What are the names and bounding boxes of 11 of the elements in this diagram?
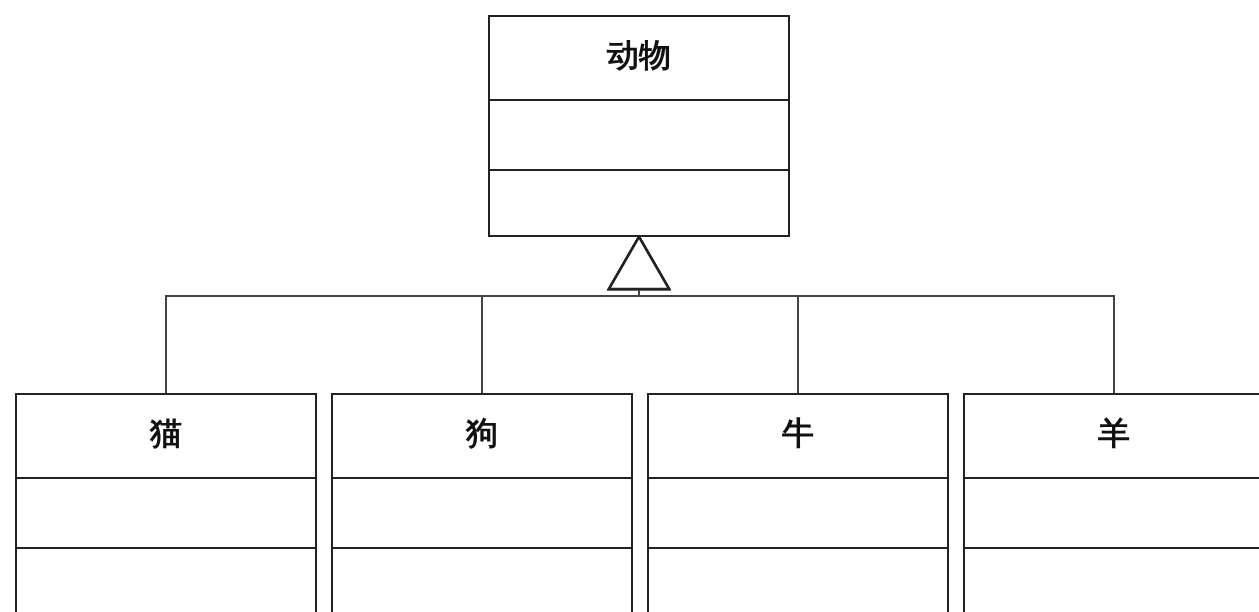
class-box xyxy=(15,393,317,612)
class-name: 猫 xyxy=(148,413,183,453)
class-box xyxy=(331,393,633,612)
class-name: 羊 xyxy=(1097,413,1131,453)
class-name: 狗 xyxy=(464,413,499,453)
class-name: 牛 xyxy=(781,413,815,453)
class-name: 动物 xyxy=(605,35,672,75)
class-box xyxy=(647,393,949,612)
inheritance-arrow xyxy=(607,235,1115,394)
class-box xyxy=(488,15,790,237)
class-box xyxy=(963,393,1259,612)
